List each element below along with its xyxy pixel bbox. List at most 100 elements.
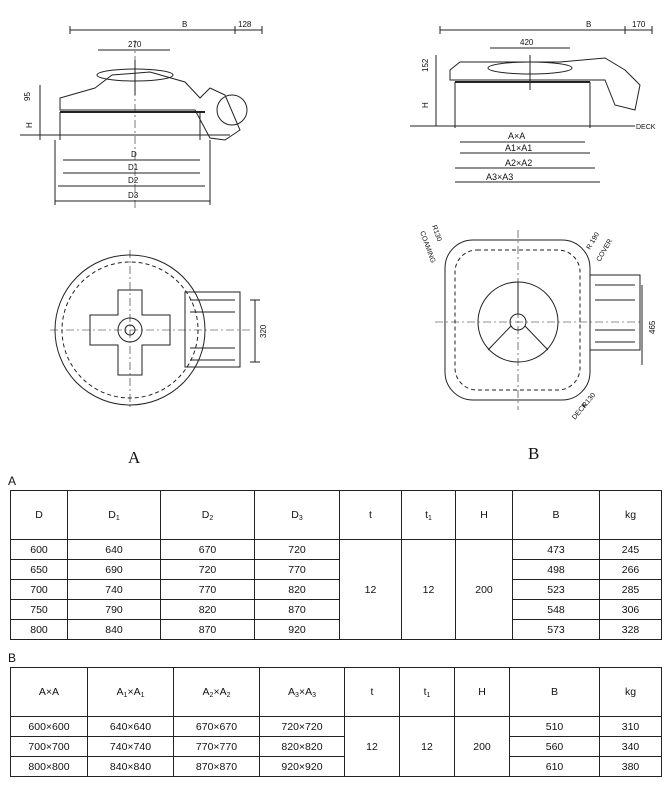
cell-a3xa3: 720×720 (259, 716, 345, 737)
cell-d: 750 (10, 599, 68, 620)
cell-a3xa3: 920×920 (259, 756, 345, 777)
cell-d3: 820 (254, 579, 340, 600)
cell-axa: 800×800 (10, 756, 88, 777)
cell-b: 473 (512, 539, 600, 560)
hatch-b-plan (435, 230, 643, 410)
figure-a-label: A (128, 448, 141, 467)
cell-d1: 740 (67, 579, 161, 600)
dim-b-b: B (586, 20, 591, 29)
hatch-a-plan (50, 250, 260, 410)
cell-axa: 700×700 (10, 736, 88, 757)
th-kg: kg (599, 667, 662, 717)
cell-b: 548 (512, 599, 600, 620)
dim-a-d3: D3 (128, 191, 139, 200)
cell-kg: 380 (599, 756, 662, 777)
table-a-label: A (8, 474, 17, 488)
th-axa: A×A (10, 667, 88, 717)
table-row: 750 790 820 870 548 306 (10, 599, 662, 620)
th-a1xa1: A1×A1 (87, 667, 174, 717)
cell-d2: 670 (160, 539, 255, 560)
dim-a-d2: D2 (128, 176, 139, 185)
dim-a-d1: D1 (128, 163, 139, 172)
dim-b-a2: A2×A2 (505, 158, 532, 168)
th-a3xa3: A3×A3 (259, 667, 345, 717)
hatch-b-elevation (410, 26, 653, 183)
cell-d3: 870 (254, 599, 340, 620)
cell-b: 573 (512, 619, 600, 640)
cell-a1xa1: 740×740 (87, 736, 174, 757)
cell-kg: 328 (599, 619, 662, 640)
dim-b-deck-plan: DECK (571, 402, 589, 422)
cell-a1xa1: 840×840 (87, 756, 174, 777)
cell-d2: 770 (160, 579, 255, 600)
th-t: t (339, 490, 402, 540)
technical-drawing: B 128 270 95 H D D1 D2 D3 320 B 170 420 … (20, 20, 657, 422)
cell-b: 610 (509, 756, 600, 777)
table-b-header: A×A A1×A1 A2×A2 A3×A3 t t1 H B kg (10, 667, 662, 717)
dim-b-a1: A1×A1 (505, 143, 532, 153)
table-b-label: B (8, 651, 17, 665)
cell-d1: 640 (67, 539, 161, 560)
dim-a-width: 270 (128, 40, 142, 49)
dim-a-d: D (131, 150, 137, 159)
th-h: H (454, 667, 510, 717)
dim-b-b-offset: 170 (632, 20, 646, 29)
th-h: H (455, 490, 513, 540)
cell-d: 800 (10, 619, 68, 640)
th-b: B (509, 667, 600, 717)
dim-b-h1: 152 (421, 58, 430, 72)
table-row: 700 740 770 820 523 285 (10, 579, 662, 600)
cell-d1: 840 (67, 619, 161, 640)
cell-a2xa2: 870×870 (173, 756, 260, 777)
dim-b-r130-coaming: R130 (430, 224, 442, 242)
table-row: 600 640 670 720 12 12 200 473 245 (10, 539, 662, 640)
dim-b-r190: R 190 (586, 231, 601, 251)
cell-axa: 600×600 (10, 716, 88, 737)
cell-d3: 920 (254, 619, 340, 640)
cell-d2: 820 (160, 599, 255, 620)
dim-a-b: B (182, 20, 187, 29)
dim-b-a3: A3×A3 (486, 172, 513, 182)
cell-kg: 285 (599, 579, 662, 600)
cell-a2xa2: 670×670 (173, 716, 260, 737)
cell-b: 498 (512, 559, 600, 580)
table-b: A×A A1×A1 A2×A2 A3×A3 t t1 H B kg 600×60… (10, 667, 662, 777)
th-d2: D2 (160, 490, 255, 540)
table-row: 700×700 740×740 770×770 820×820 560 340 (10, 736, 662, 757)
dim-b-deck: DECK (636, 124, 656, 131)
th-kg: kg (599, 490, 662, 540)
cell-d3: 720 (254, 539, 340, 560)
cell-d2: 870 (160, 619, 255, 640)
cell-t: 12 (339, 539, 402, 640)
cell-d1: 690 (67, 559, 161, 580)
cell-d1: 790 (67, 599, 161, 620)
cell-d3: 770 (254, 559, 340, 580)
table-a-header: D D1 D2 D3 t t1 H B kg (10, 490, 662, 540)
cell-kg: 306 (599, 599, 662, 620)
cell-d: 700 (10, 579, 68, 600)
cell-b: 560 (509, 736, 600, 757)
table-a: D D1 D2 D3 t t1 H B kg 600 640 670 720 1… (10, 490, 662, 640)
cell-a3xa3: 820×820 (259, 736, 345, 757)
table-row: 800×800 840×840 870×870 920×920 610 380 (10, 756, 662, 777)
cell-kg: 266 (599, 559, 662, 580)
cell-b: 510 (509, 716, 600, 737)
th-a2xa2: A2×A2 (173, 667, 260, 717)
cell-kg: 245 (599, 539, 662, 560)
dim-a-h: H (25, 122, 34, 128)
cell-h: 200 (454, 716, 510, 777)
cell-a2xa2: 770×770 (173, 736, 260, 757)
cell-t1: 12 (401, 539, 456, 640)
dim-a-b-offset: 128 (238, 20, 252, 29)
cell-h: 200 (455, 539, 513, 640)
cell-d2: 720 (160, 559, 255, 580)
dim-b-a: A×A (508, 131, 525, 141)
dim-b-plan: 465 (648, 320, 657, 334)
cell-kg: 340 (599, 736, 662, 757)
cell-b: 523 (512, 579, 600, 600)
cell-d: 650 (10, 559, 68, 580)
cell-a1xa1: 640×640 (87, 716, 174, 737)
dim-a-h1: 95 (23, 92, 32, 101)
table-row: 600×600 640×640 670×670 720×720 12 12 20… (10, 716, 662, 777)
hatch-a-elevation (20, 26, 263, 210)
